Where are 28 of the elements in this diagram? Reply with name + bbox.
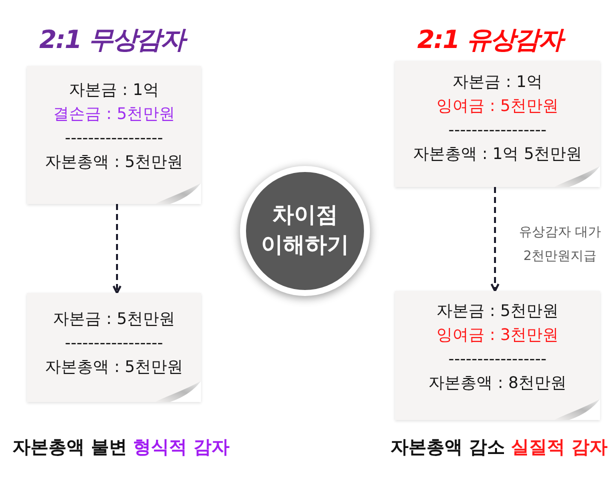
card-text: 자본총액 : 5천만원 [45, 151, 183, 173]
dashed-divider: ----------------- [448, 119, 547, 141]
highlight-text: 실질적 감자 [511, 436, 608, 460]
card-text: 자본총액 : 5천만원 [45, 356, 183, 378]
dashed-divider: ----------------- [64, 127, 164, 149]
edge-label: 유상감자 대가 2천만원지급 [518, 224, 602, 266]
dashed-divider: ----------------- [448, 348, 547, 370]
highlight-text: 형식적 감자 [133, 436, 230, 460]
note-card [27, 66, 201, 204]
heading-text: 2:1 유상감자 [417, 24, 563, 56]
dashed-arrow [490, 187, 500, 292]
caption-text: 자본총액 감소 [390, 436, 505, 460]
card-text: 자본금 : 5천만원 [53, 308, 175, 330]
card-text: 자본총액 : 8천만원 [428, 372, 566, 394]
card-text: 자본금 : 1억 [452, 71, 542, 93]
card-text: 잉여금 : 3천만원 [436, 324, 558, 346]
note-card [27, 293, 201, 402]
dashed-arrow [112, 204, 122, 294]
card-text: 자본금 : 5천만원 [436, 300, 558, 322]
caption-text: 자본총액 불변 [12, 436, 127, 460]
note-card [395, 61, 600, 187]
card-text: 자본금 : 1억 [69, 79, 159, 101]
dashed-divider: ----------------- [64, 332, 164, 354]
heading-text: 2:1 무상감자 [39, 24, 185, 56]
note-card [395, 291, 600, 420]
card-text: 결손금 : 5천만원 [53, 103, 175, 125]
card-text: 자본총액 : 1억 5천만원 [412, 143, 582, 165]
card-text: 잉여금 : 5천만원 [436, 95, 558, 117]
